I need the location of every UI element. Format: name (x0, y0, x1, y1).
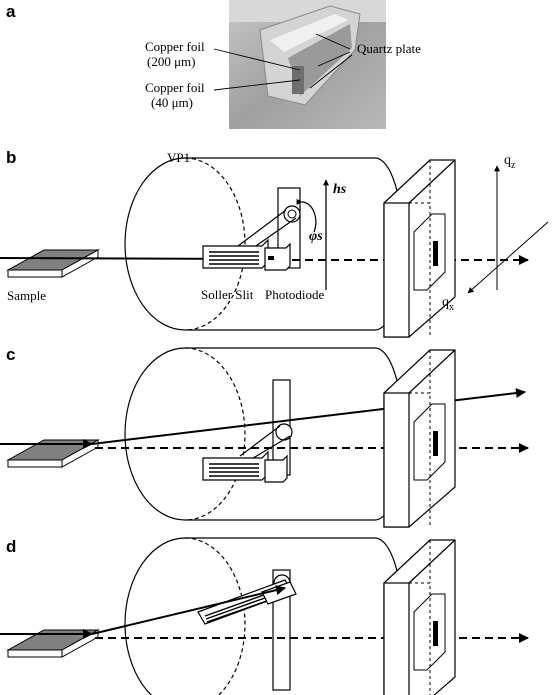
detector-frame (383, 349, 456, 528)
panel-a: a Copper foil (200 μm) Copper foil (40 μ… (6, 0, 421, 129)
panel-c-letter: c (6, 345, 15, 364)
panel-c: c (0, 345, 529, 528)
phi-label: φs (309, 229, 323, 244)
qx-label: qx (442, 295, 454, 313)
hs-label: hs (333, 182, 347, 197)
copper-foil-label-2: Copper foil (145, 80, 205, 95)
qz-label: qz (504, 153, 516, 171)
leader-quartz-3 (309, 54, 353, 89)
sample-side (7, 649, 63, 658)
pivot-icon (275, 423, 293, 441)
vacuum-pipe-cylinder (124, 347, 404, 521)
panel-d-letter: d (6, 537, 16, 556)
quartz-highlight (270, 14, 348, 52)
sample-label: Sample (7, 288, 46, 303)
leader-quartz-1 (315, 33, 351, 50)
leader-copper2 (213, 79, 301, 91)
vp1-label: VP1 (167, 150, 190, 165)
panel-d: d (0, 537, 529, 695)
copper-foil-size-2: (40 μm) (151, 95, 193, 110)
panel-b: b VP1 Sample Soller Slit Photodiode hs φ… (0, 148, 549, 338)
panel-a-letter: a (6, 2, 16, 21)
sample-side (7, 269, 63, 278)
reflected-beam-arrow (91, 388, 526, 445)
arm (237, 209, 297, 251)
sample-edge (61, 249, 99, 278)
leader-quartz-2 (317, 51, 351, 67)
photodiode-box (264, 454, 288, 483)
copper-foil-label-1: Copper foil (145, 39, 205, 54)
phi-rotation-arrow (296, 198, 317, 233)
soller-slit-label: Soller Slit (201, 287, 254, 302)
soller-blades (209, 463, 259, 477)
panel-b-letter: b (6, 148, 16, 167)
sample-side (7, 459, 63, 468)
reflected-beam-arrow (91, 585, 286, 635)
qx-axis-arrow (467, 221, 549, 294)
photodiode-label: Photodiode (265, 287, 324, 302)
copper-foil-size-1: (200 μm) (147, 54, 196, 69)
leader-copper1 (213, 48, 301, 71)
quartz-plate-label: Quartz plate (357, 41, 421, 56)
soller-blades (209, 251, 259, 265)
detector-frame (383, 159, 456, 338)
photodiode-box (264, 242, 291, 271)
